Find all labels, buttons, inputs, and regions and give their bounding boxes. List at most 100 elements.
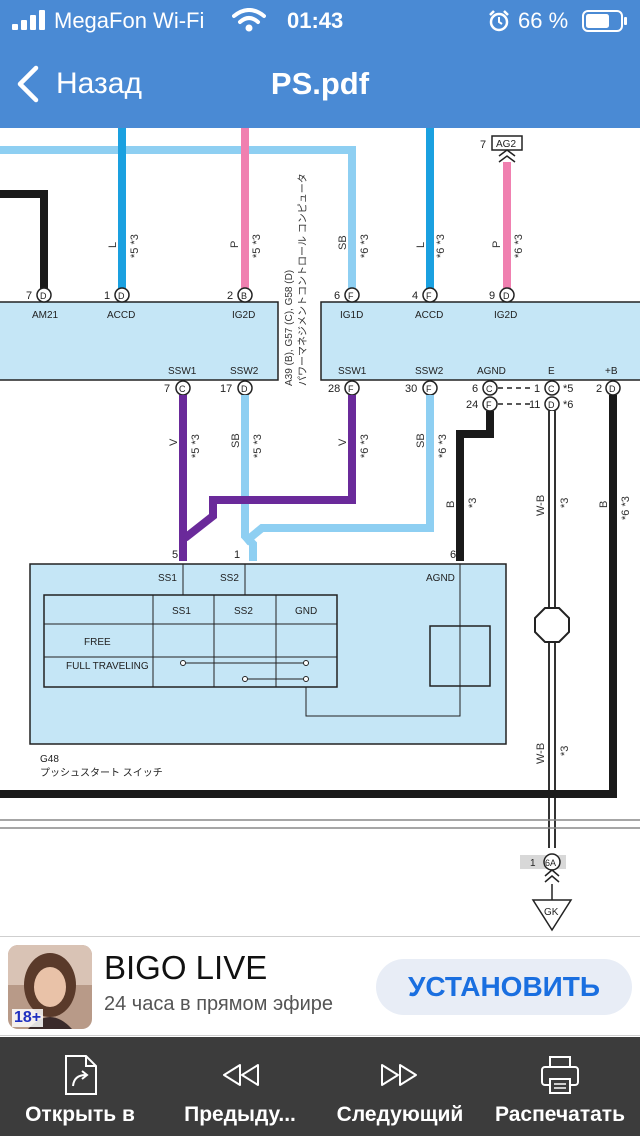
svg-text:D: D [609,384,616,394]
previous-button[interactable]: Предыду... [160,1037,320,1136]
wire-label-w-b-bottom: W-B [535,743,547,764]
wire-note-l-left: *5 *3 [129,234,141,258]
wire-note-sb-right: *6 *3 [437,434,449,458]
wire-sb-right [242,395,434,546]
switch-terminal-ss2: SS2 [220,573,239,584]
wire-label-p-right: P [491,241,503,248]
svg-text:E: E [548,366,555,377]
wire-label-l-left: L [107,242,119,248]
right-ecu-pin-11d: 11 D *6 [529,396,573,412]
connector-octagon [534,607,570,643]
wire-note-sb-top: *6 *3 [359,234,371,258]
open-in-button[interactable]: Открыть в [0,1037,160,1136]
svg-text:F: F [486,400,492,410]
svg-text:D: D [548,400,555,410]
svg-text:17: 17 [220,383,232,395]
fast-forward-icon [381,1064,417,1086]
wire-note-p-left: *5 *3 [251,234,263,258]
svg-text:D: D [118,291,125,301]
ad-photo-image [8,945,92,1029]
document-title: PS.pdf [270,66,370,101]
left-ecu-pin-ssw1: SSW1 7 C [164,366,197,396]
svg-text:D: D [503,291,510,301]
svg-text:F: F [348,291,354,301]
right-ecu-pin-ssw2: SSW2 30 F [405,366,444,396]
switch-part-number: G48 [40,754,59,765]
ad-subtitle: 24 часа в прямом эфире [104,993,334,1015]
svg-text:F: F [348,384,354,394]
wire-note-b-right: *6 *3 [620,496,632,520]
svg-text:F: F [426,291,432,301]
right-ecu-pin-24f: 24 F [466,396,498,412]
svg-text:C: C [179,384,186,394]
right-ecu-pin-ig1d: 6 F IG1D [334,287,363,321]
next-button[interactable]: Следующий [320,1037,480,1136]
previous-label: Предыду... [184,1103,296,1126]
wire-b-plus [0,395,617,798]
wire-note-v-left: *5 *3 [190,434,202,458]
svg-text:SSW2: SSW2 [415,366,444,377]
switch-pin-ss2: 1 [234,549,240,561]
ad-banner[interactable]: 18+ BIGO LIVE 24 часа в прямом эфире УСТ… [0,936,640,1036]
table-header-gnd: GND [295,606,317,617]
ground-pin: 1 [530,858,536,869]
ground-symbol [531,899,573,932]
wiring-diagram: 7 AG2 L *5 *3 P *5 *3 SB *6 *3 L *6 *3 P… [0,128,640,932]
wire-note-b-agnd: *3 [467,498,479,508]
svg-text:IG2D: IG2D [232,310,255,321]
share-document-icon [65,1055,97,1095]
svg-text:D: D [40,291,47,301]
right-ecu-pin-ssw1: SSW1 28 F [328,366,367,396]
table-row-free: FREE [84,637,111,648]
wire-label-v-right: V [337,438,349,446]
chevron-left-icon [17,65,39,103]
wire-label-p-left: P [229,241,241,248]
wire-note-w-b-bottom: *3 [559,746,571,756]
wifi-icon [232,8,266,32]
rewind-icon [223,1064,259,1086]
left-ecu-box [0,301,279,381]
switch-terminal-ss1: SS1 [158,573,177,584]
svg-text:IG2D: IG2D [494,310,517,321]
back-label: Назад [56,67,142,100]
svg-text:D: D [241,384,248,394]
table-row-full-traveling: FULL TRAVELING [66,661,149,672]
wire-note-v-right: *6 *3 [359,434,371,458]
ground-connector: 6A [545,858,556,868]
svg-text:C: C [486,384,493,394]
install-button[interactable]: УСТАНОВИТЬ [376,959,632,1015]
back-button[interactable]: Назад [12,62,142,106]
wire-black-am21 [0,190,48,295]
alarm-icon [489,10,509,32]
ecu-caption-name: パワーマネジメントコントロール コンピュータ [297,173,309,386]
ecu-caption-connectors: A39 (B), G57 (C), G58 (D) [284,270,295,386]
left-ecu-pin-am21: 7 D AM21 [26,287,59,321]
wire-v-right [182,395,356,542]
svg-text:1: 1 [104,290,110,302]
svg-text:*6: *6 [563,399,573,411]
svg-text:AGND: AGND [477,366,506,377]
age-rating-badge: 18+ [12,1009,44,1027]
svg-text:24: 24 [466,399,478,411]
wire-note-p-right: *6 *3 [513,234,525,258]
pdf-viewer[interactable]: 7 AG2 L *5 *3 P *5 *3 SB *6 *3 L *6 *3 P… [0,128,640,936]
wire-label-sb-top: SB [337,235,349,250]
status-bar: MegaFon Wi-Fi 01:43 66 % [0,0,640,40]
switch-table [43,594,338,688]
print-button[interactable]: Распечатать [480,1037,640,1136]
svg-text:B: B [241,291,247,301]
switch-part-name: プッシュスタート スイッチ [40,767,163,779]
left-ecu-pin-ssw2: SSW2 17 D [220,366,259,396]
svg-text:7: 7 [164,383,170,395]
svg-text:AM21: AM21 [32,310,59,321]
wire-label-sb-left: SB [230,433,242,448]
ad-title: BIGO LIVE [104,949,268,986]
ground-label: GK [544,907,559,918]
next-label: Следующий [336,1103,464,1126]
svg-text:9: 9 [489,290,495,302]
ad-thumbnail[interactable]: 18+ [8,945,92,1029]
svg-text:6: 6 [334,290,340,302]
svg-text:11: 11 [529,399,540,411]
printer-icon [541,1056,579,1094]
svg-text:30: 30 [405,383,417,395]
